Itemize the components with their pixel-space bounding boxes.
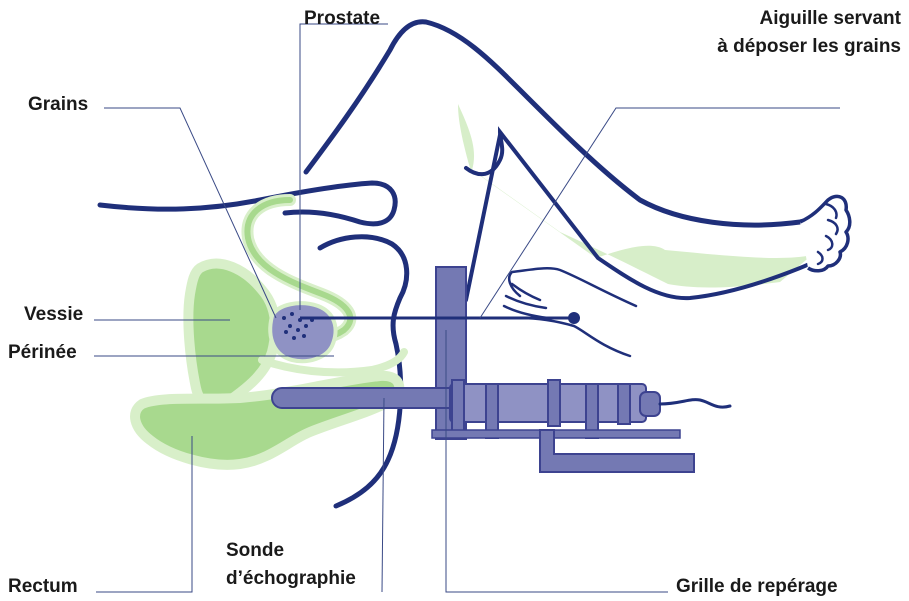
- label-perinee: Périnée: [8, 342, 77, 364]
- leader-needle: [480, 108, 840, 318]
- label-grille: Grille de repérage: [676, 576, 838, 598]
- probe-shaft: [272, 388, 462, 408]
- label-sonde-line1: Sonde: [226, 540, 356, 562]
- label-rectum: Rectum: [8, 576, 78, 598]
- label-sonde-line2: d’échographie: [226, 568, 356, 590]
- needle-hub: [568, 312, 580, 324]
- leader-prostate: [300, 24, 388, 310]
- label-sonde: Sonde d’échographie: [226, 540, 356, 590]
- probe-handle-tip: [640, 392, 660, 416]
- stepper-rail: [432, 430, 680, 438]
- label-needle-line2: à déposer les grains: [717, 36, 901, 58]
- probe-cable: [660, 400, 730, 408]
- foot-outline: [800, 196, 850, 270]
- label-needle: Aiguille servant à déposer les grains: [717, 8, 901, 58]
- hand: [504, 268, 636, 356]
- label-vessie: Vessie: [24, 304, 83, 326]
- label-prostate: Prostate: [304, 8, 380, 30]
- leader-sonde: [382, 398, 384, 592]
- label-grains: Grains: [28, 94, 88, 116]
- prostate: [270, 303, 335, 361]
- label-needle-line1: Aiguille servant: [717, 8, 901, 30]
- bladder: [188, 264, 275, 407]
